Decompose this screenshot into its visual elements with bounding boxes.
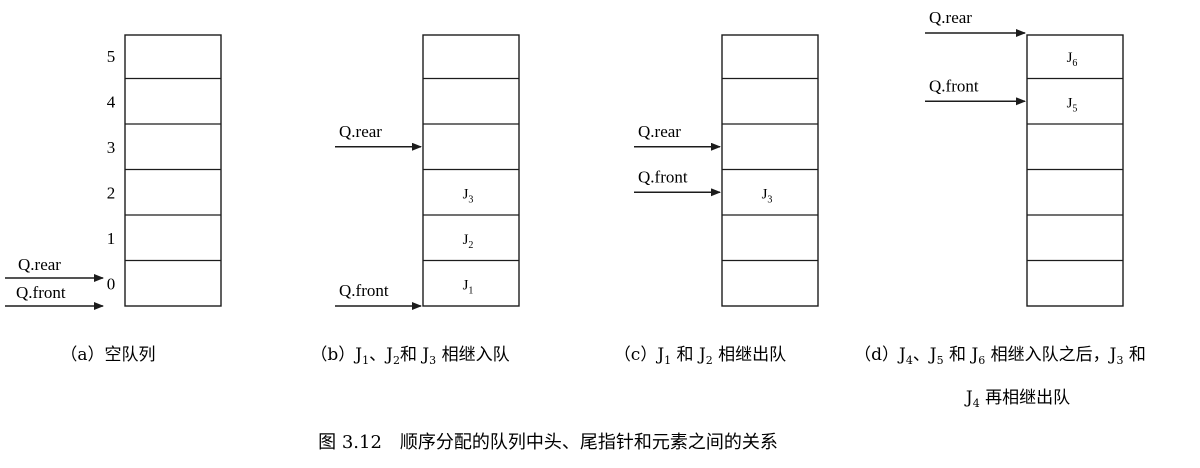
slot-index-label: 4	[107, 92, 116, 111]
panel-caption-line2: J4 再相继出队	[964, 388, 1070, 410]
front-label: Q.front	[638, 167, 688, 186]
front-label: Q.front	[16, 283, 66, 302]
queue-element: J2	[463, 232, 474, 251]
queue-element: J3	[762, 186, 773, 205]
rear-label: Q.rear	[638, 122, 681, 141]
front-label: Q.front	[339, 281, 389, 300]
figure-title: 图 3.12 顺序分配的队列中头、尾指针和元素之间的关系	[318, 432, 778, 453]
rear-label: Q.rear	[18, 255, 61, 274]
queue-array	[721, 34, 819, 307]
slot-index-label: 5	[107, 47, 116, 66]
slot-index-label: 2	[107, 183, 116, 202]
rear-label: Q.rear	[339, 122, 382, 141]
panel-caption: （c）J1 和 J2 相继出队	[614, 345, 786, 367]
rear-label: Q.rear	[929, 8, 972, 27]
queue-element: J1	[463, 277, 474, 296]
queue-element: J5	[1067, 95, 1078, 114]
slot-index-label: 0	[107, 274, 116, 293]
panel-caption: （d）J4、J5 和 J6 相继入队之后，J3 和	[854, 345, 1146, 367]
panel-caption: （a）空队列	[60, 345, 155, 365]
slot-index-label: 3	[107, 138, 116, 157]
queue-element: J6	[1067, 50, 1078, 69]
queue-array	[1026, 34, 1124, 307]
queue-element: J3	[463, 186, 474, 205]
front-label: Q.front	[929, 76, 979, 95]
panel-caption: （b）J1、J2和 J3 相继入队	[310, 345, 509, 367]
queue-array	[124, 34, 222, 307]
queue-array	[422, 34, 520, 307]
slot-index-label: 1	[107, 229, 116, 248]
